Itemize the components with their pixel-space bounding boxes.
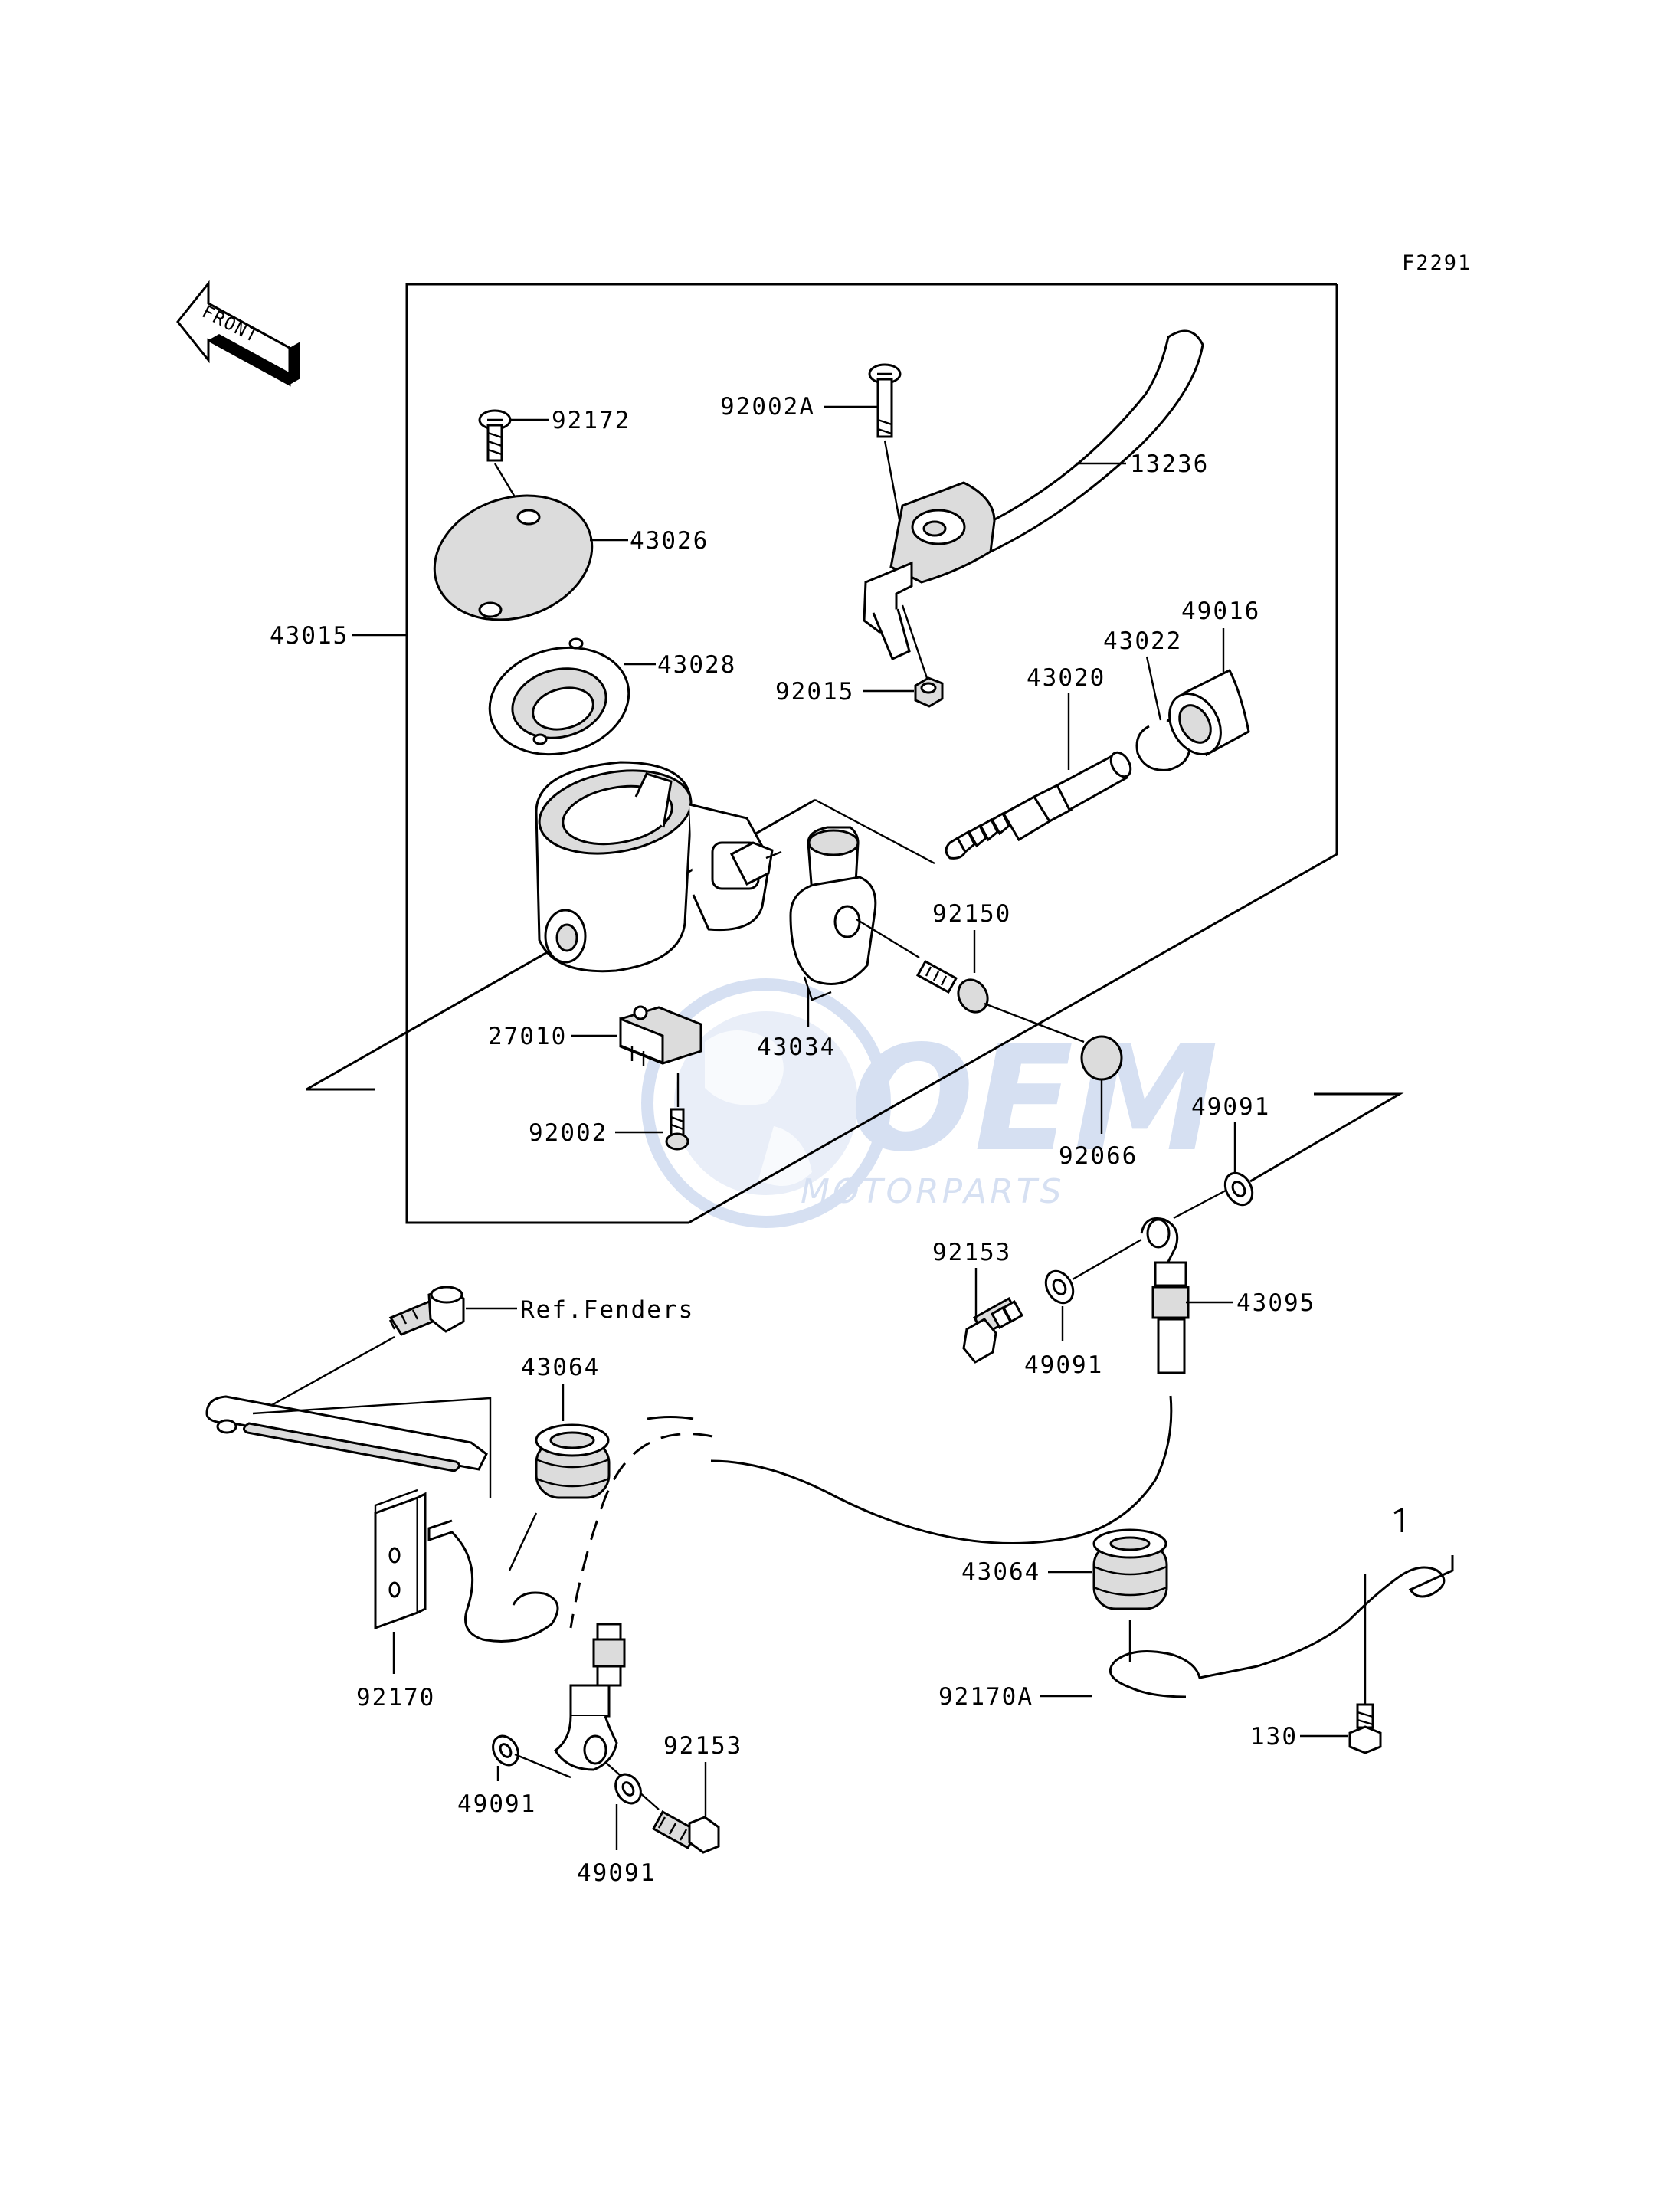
lower-hose-fitting-icon	[554, 1623, 626, 1771]
bolt-130-icon	[1348, 1703, 1382, 1754]
label-43022: 43022	[1103, 627, 1182, 655]
label-49016: 49016	[1181, 598, 1260, 625]
label-43015: 43015	[270, 622, 349, 650]
master-cylinder-body-icon	[535, 761, 782, 973]
label-130: 130	[1250, 1723, 1298, 1751]
bolt-92150-icon	[915, 959, 989, 1014]
label-92153-top: 92153	[932, 1239, 1011, 1266]
label-ref-fenders: Ref.Fenders	[520, 1296, 694, 1324]
label-43064-left: 43064	[521, 1354, 600, 1381]
screw-92172-icon	[478, 409, 512, 462]
label-92153-bottom: 92153	[663, 1732, 742, 1760]
brake-hose-solid-left	[647, 1416, 694, 1420]
label-43026: 43026	[630, 527, 709, 555]
label-92015: 92015	[775, 678, 854, 706]
assembly-box	[405, 283, 1338, 1224]
label-92002: 92002	[529, 1119, 607, 1147]
label-92172: 92172	[552, 407, 630, 434]
diaphragm-43028-icon	[488, 637, 630, 756]
reservoir-cap-43026-icon	[433, 494, 594, 621]
watermark-logo: OEM MOTORPARTS	[641, 978, 1218, 1228]
clamp-43034-icon	[789, 826, 877, 1001]
rubber-cap-92066-icon	[1080, 1035, 1123, 1081]
label-92170A: 92170A	[938, 1683, 1033, 1711]
label-92066: 92066	[1059, 1142, 1138, 1170]
label-43028: 43028	[657, 651, 736, 679]
banjo-bolt-92153-top-icon	[962, 1296, 1024, 1364]
label-49091-top: 49091	[1191, 1093, 1270, 1121]
pivot-bolt-92002A-icon	[868, 363, 902, 438]
grommet-43064-left-icon	[535, 1423, 611, 1499]
label-43064-right: 43064	[961, 1558, 1040, 1586]
banjo-bolt-92153-bottom-icon	[651, 1810, 720, 1854]
washer-49091-bottom-middle-icon	[614, 1773, 642, 1805]
label-92002A: 92002A	[720, 393, 815, 421]
label-27010: 27010	[488, 1023, 567, 1050]
front-arrow-icon: FRONT	[176, 280, 300, 387]
brake-hose-solid-right	[710, 1395, 1173, 1544]
bracket-92170-icon	[205, 1395, 559, 1643]
brake-lever-13236-icon	[863, 329, 1204, 661]
hose-box-edge	[1249, 1092, 1404, 1183]
washer-49091-bottom-left-icon	[492, 1734, 519, 1767]
brake-switch-27010-icon	[619, 1005, 702, 1066]
washer-49091-mid-icon	[1044, 1269, 1075, 1305]
label-49091-mid: 49091	[1024, 1351, 1103, 1379]
label-92170: 92170	[356, 1684, 435, 1711]
hose-fitting-43095-icon	[1140, 1217, 1190, 1374]
watermark-tagline: MOTORPARTS	[801, 1172, 1065, 1211]
ref-fenders-bolt-icon	[388, 1286, 465, 1336]
screw-92002-icon	[665, 1108, 689, 1151]
label-13236: 13236	[1130, 450, 1209, 478]
nut-92015-icon	[914, 676, 944, 708]
label-43095: 43095	[1236, 1289, 1315, 1317]
label-92150: 92150	[932, 900, 1011, 928]
label-43020: 43020	[1027, 664, 1105, 692]
label-49091-bottom-middle: 49091	[577, 1859, 656, 1887]
washer-49091-top-icon	[1223, 1171, 1254, 1207]
watermark-brand: OEM	[850, 1014, 1218, 1184]
boot-49016-icon	[1168, 668, 1250, 757]
clamp-rod-92170A-icon	[1109, 1507, 1454, 1698]
label-43034: 43034	[757, 1033, 836, 1061]
grommet-43064-right-icon	[1092, 1528, 1168, 1610]
brake-hose-dashed	[569, 1433, 713, 1629]
leader-spring	[814, 798, 935, 865]
piston-43020-icon	[945, 751, 1132, 860]
label-49091-bottom-left: 49091	[457, 1790, 536, 1818]
figure-code: F2291	[1402, 251, 1472, 275]
